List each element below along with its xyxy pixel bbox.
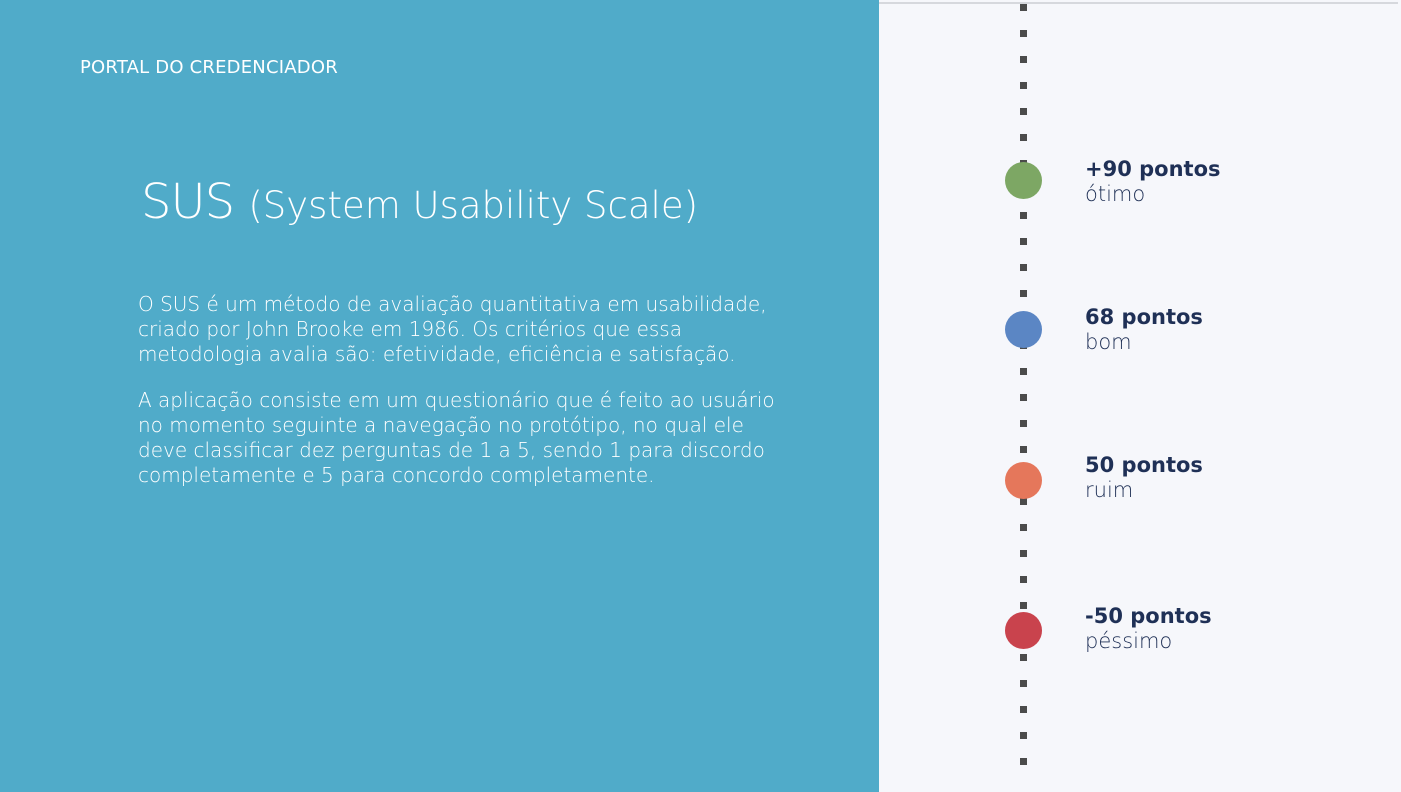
page-title: SUS (System Usability Scale) [141,174,698,230]
top-divider [879,2,1398,4]
scale-points: +90 pontos [1085,157,1221,181]
description-paragraph-1: O SUS é um método de avaliação quantitat… [138,292,767,366]
left-panel: PORTAL DO CREDENCIADOR SUS (System Usabi… [0,0,879,792]
title-subtitle: (System Usability Scale) [248,184,699,227]
description-paragraph-2: A aplicação consiste em um questionário … [138,388,775,487]
scale-label-good: 68 pontos bom [1085,305,1203,354]
scale-dot-good [1005,311,1042,348]
scale-dot-terrible [1005,612,1042,649]
scale-points: -50 pontos [1085,604,1212,628]
scale-label-terrible: -50 pontos péssimo [1085,604,1212,653]
scale-label-excellent: +90 pontos ótimo [1085,157,1221,206]
scale-dot-poor [1005,462,1042,499]
timeline-dotted-line [1020,4,1027,776]
scale-grade: péssimo [1085,629,1173,653]
right-panel: +90 pontos ótimo 68 pontos bom 50 pontos… [879,0,1401,792]
scale-grade: ótimo [1085,182,1146,206]
scale-dot-excellent [1005,162,1042,199]
scale-label-poor: 50 pontos ruim [1085,453,1203,502]
title-main: SUS [141,174,235,230]
description: O SUS é um método de avaliação quantitat… [138,292,788,509]
scale-grade: bom [1085,330,1132,354]
brand-label: PORTAL DO CREDENCIADOR [80,57,338,78]
scale-points: 68 pontos [1085,305,1203,329]
scale-points: 50 pontos [1085,453,1203,477]
scale-grade: ruim [1085,478,1134,502]
